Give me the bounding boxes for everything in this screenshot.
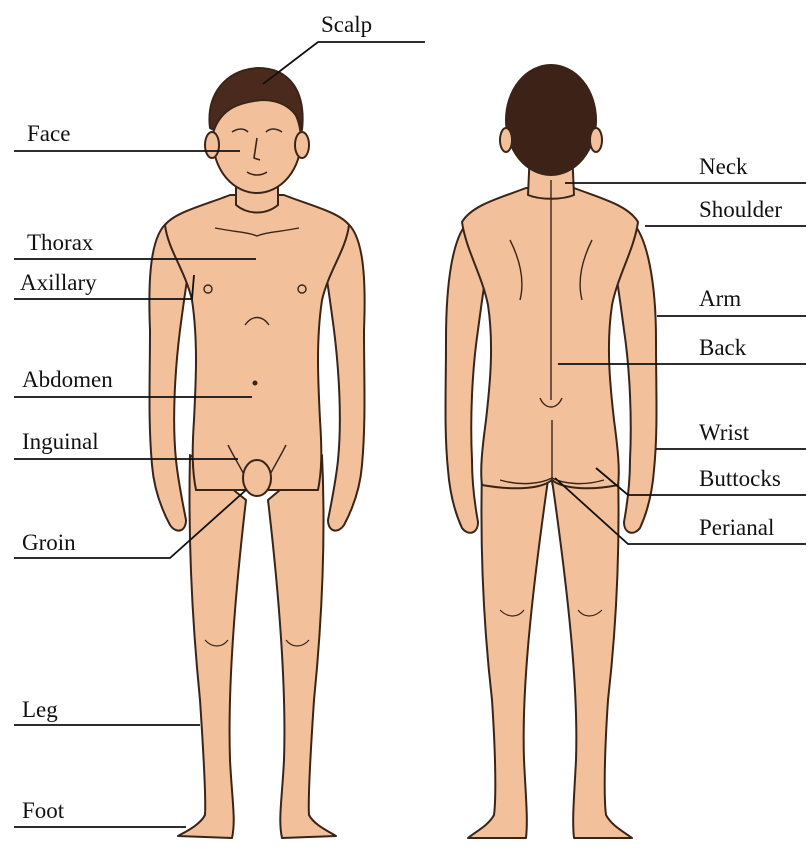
label-face: Face [27, 121, 70, 146]
back-left-ear [500, 128, 512, 152]
label-scalp: Scalp [321, 12, 372, 37]
label-perianal: Perianal [699, 515, 774, 540]
front-right-leg [268, 455, 336, 838]
front-right-ear [295, 132, 309, 158]
label-foot: Foot [22, 798, 65, 823]
front-genitals [243, 460, 271, 496]
label-leg: Leg [22, 697, 58, 722]
back-head [506, 65, 596, 175]
label-axillary: Axillary [20, 270, 97, 295]
front-navel [253, 381, 258, 386]
back-torso [462, 188, 638, 488]
label-groin: Groin [22, 530, 76, 555]
label-thorax: Thorax [27, 230, 94, 255]
label-inguinal: Inguinal [22, 429, 99, 454]
front-figure [149, 68, 364, 838]
back-figure [446, 65, 657, 838]
label-buttocks: Buttocks [699, 466, 781, 491]
back-right-leg [552, 470, 632, 838]
back-labels: Neck Shoulder Arm Back Wrist Buttocks Pe… [699, 154, 782, 540]
label-arm: Arm [699, 286, 741, 311]
label-wrist: Wrist [699, 420, 750, 445]
front-left-ear [205, 132, 219, 158]
leader-lines [14, 42, 806, 827]
back-left-leg [468, 470, 548, 838]
label-abdomen: Abdomen [22, 367, 113, 392]
front-torso [165, 195, 349, 490]
label-neck: Neck [699, 154, 748, 179]
back-right-ear [590, 128, 602, 152]
label-shoulder: Shoulder [699, 197, 782, 222]
front-left-leg [178, 455, 246, 838]
label-back: Back [699, 335, 747, 360]
